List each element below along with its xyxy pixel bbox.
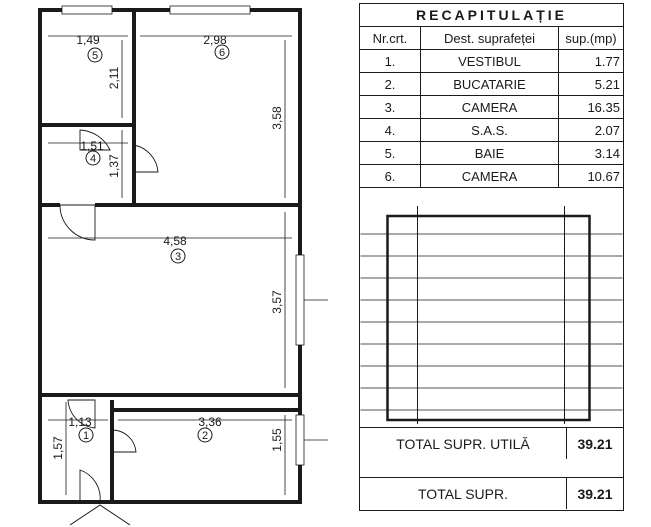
- door-vest: [67, 399, 96, 429]
- row-nr: 5.: [360, 141, 421, 165]
- row-sup: 2.07: [558, 118, 623, 142]
- room-number-4: 4: [90, 153, 96, 165]
- total-util-value: 39.21: [566, 428, 623, 459]
- table-row: 1. VESTIBUL 1.77: [360, 49, 623, 73]
- entry-marker: [69, 504, 131, 526]
- row-nr: 6.: [360, 164, 421, 188]
- door-camera3: [59, 204, 96, 241]
- dim-sas-h: 1,37: [107, 154, 121, 178]
- row-sup: 5.21: [558, 72, 623, 96]
- room-number-3: 3: [175, 251, 181, 263]
- total-supr-label: TOTAL SUPR.: [418, 485, 508, 502]
- dim-baie-w: 1,49: [76, 33, 100, 47]
- floor-plan: 1,49 2,98 2,11 3,58 1,51 1,37 4,58 3,57 …: [38, 5, 328, 526]
- room-circle-4: [85, 150, 101, 166]
- header-dest: Dest. suprafeței: [420, 27, 559, 50]
- room-circle-3: [170, 248, 186, 264]
- dim-vest-w: 1,13: [68, 415, 92, 429]
- room-number-2: 2: [202, 430, 208, 442]
- table-row: 2. BUCATARIE 5.21: [360, 72, 623, 96]
- window-top-camera6: [169, 5, 251, 15]
- room-number-5: 5: [92, 50, 98, 62]
- header-sup: sup.(mp): [558, 27, 623, 50]
- door-entry: [79, 469, 101, 503]
- window-right-buc: [295, 414, 305, 466]
- header-nr: Nr.crt.: [360, 27, 421, 50]
- room-circle-1: [78, 427, 94, 443]
- row-nr: 1.: [360, 49, 421, 73]
- room-number-1: 1: [83, 430, 89, 442]
- dim-camera3-w: 4,58: [163, 234, 187, 248]
- row-dest: BUCATARIE: [420, 72, 559, 96]
- table-row: 3. CAMERA 16.35: [360, 95, 623, 119]
- blank-table-area: [360, 206, 623, 424]
- total-supr-value: 39.21: [566, 478, 623, 509]
- room-number-6: 6: [219, 47, 225, 59]
- recap-table-panel: RECAPITULAȚIE Nr.crt. Dest. suprafeței s…: [359, 3, 624, 511]
- row-sup: 3.14: [558, 141, 623, 165]
- window-top-baie: [61, 5, 113, 15]
- dim-camera6-h: 3,58: [270, 106, 284, 130]
- row-dest: CAMERA: [420, 164, 559, 188]
- row-dest: BAIE: [420, 141, 559, 165]
- row-dest: VESTIBUL: [420, 49, 559, 73]
- table-row: 6. CAMERA 10.67: [360, 164, 623, 188]
- row-nr: 4.: [360, 118, 421, 142]
- total-util-row: TOTAL SUPR. UTILĂ 39.21: [360, 427, 623, 459]
- table-row: 5. BAIE 3.14: [360, 141, 623, 165]
- dim-buc-h: 1,55: [270, 428, 284, 452]
- room-circle-2: [197, 427, 213, 443]
- table-row: 4. S.A.S. 2.07: [360, 118, 623, 142]
- dim-vest-h: 1,57: [51, 436, 65, 460]
- row-nr: 3.: [360, 95, 421, 119]
- total-util-label: TOTAL SUPR. UTILĂ: [396, 435, 530, 452]
- recap-header-row: Nr.crt. Dest. suprafeței sup.(mp): [360, 27, 623, 50]
- row-dest: S.A.S.: [420, 118, 559, 142]
- dim-sas-w: 1,51: [80, 139, 104, 153]
- row-dest: CAMERA: [420, 95, 559, 119]
- window-right-camera3: [295, 254, 305, 346]
- recap-table: Nr.crt. Dest. suprafeței sup.(mp) 1. VES…: [360, 27, 623, 188]
- dim-baie-h: 2,11: [107, 66, 121, 89]
- room-circle-6: [214, 44, 230, 60]
- dim-buc-w: 3,36: [198, 415, 222, 429]
- row-sup: 1.77: [558, 49, 623, 73]
- row-sup: 10.67: [558, 164, 623, 188]
- total-supr-row: TOTAL SUPR. 39.21: [360, 477, 623, 509]
- row-sup: 16.35: [558, 95, 623, 119]
- room-circle-5: [87, 47, 103, 63]
- door-buc: [111, 429, 137, 453]
- door-sas: [79, 129, 111, 151]
- recap-title: RECAPITULAȚIE: [360, 4, 623, 27]
- dim-camera3-h: 3,57: [270, 290, 284, 314]
- row-nr: 2.: [360, 72, 421, 96]
- dim-camera6-w: 2,98: [203, 33, 227, 47]
- door-sas-2: [133, 144, 159, 173]
